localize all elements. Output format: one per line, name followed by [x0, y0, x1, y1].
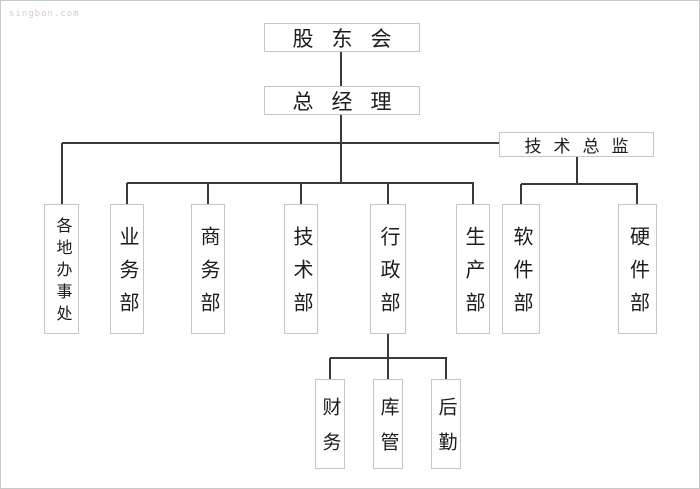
connector-td-trunk [576, 156, 578, 185]
general-manager-label: 总经理 [292, 89, 410, 114]
connector-upper-horizontal [62, 142, 499, 144]
watermark: singbon.com [9, 9, 80, 19]
warehouse-management-label: 库管 [377, 397, 399, 467]
connector-admin-trunk [387, 334, 389, 359]
connector-stub-technology [300, 183, 302, 205]
connector-gm-trunk [340, 115, 342, 184]
hardware-dept-label: 硬件部 [626, 226, 649, 325]
connector-stub-finance [329, 358, 331, 380]
technology-dept-label: 技术部 [290, 226, 312, 325]
connector-stub-administration [387, 183, 389, 205]
connector-stub-software [520, 184, 522, 205]
box-general-manager: 总经理 [264, 86, 420, 115]
connector-drop-regional-offices [61, 143, 63, 204]
box-administration-dept: 行政部 [370, 204, 406, 334]
commerce-dept-label: 商务部 [197, 226, 219, 325]
box-shareholders-meeting: 股东会 [264, 23, 420, 52]
box-software-dept: 软件部 [502, 204, 540, 334]
connector-stub-logistics [445, 358, 447, 380]
finance-label: 财务 [319, 397, 341, 467]
connector-stub-business [126, 183, 128, 205]
box-technology-dept: 技术部 [284, 204, 318, 334]
technical-director-label: 技术总监 [524, 137, 641, 156]
connector-stub-hardware [636, 184, 638, 205]
box-commerce-dept: 商务部 [191, 204, 225, 334]
regional-offices-label: 各地办事处 [53, 217, 71, 327]
box-business-dept: 业务部 [110, 204, 144, 334]
software-dept-label: 软件部 [510, 226, 532, 325]
connector-root-to-gm [340, 51, 342, 86]
box-hardware-dept: 硬件部 [618, 204, 657, 334]
business-dept-label: 业务部 [116, 226, 138, 325]
connector-stub-warehouse [387, 358, 389, 380]
box-warehouse-management: 库管 [373, 379, 403, 469]
box-logistics: 后勤 [431, 379, 461, 469]
connector-stub-production [472, 183, 474, 205]
box-regional-offices: 各地办事处 [44, 204, 79, 334]
administration-dept-label: 行政部 [377, 226, 399, 325]
box-technical-director: 技术总监 [499, 132, 654, 157]
production-dept-label: 生产部 [462, 226, 484, 325]
box-production-dept: 生产部 [456, 204, 490, 334]
connector-td-horizontal [521, 183, 638, 185]
connector-stub-commerce [207, 183, 209, 205]
logistics-label: 后勤 [435, 397, 457, 467]
box-finance: 财务 [315, 379, 345, 469]
shareholders-meeting-label: 股东会 [292, 26, 410, 51]
